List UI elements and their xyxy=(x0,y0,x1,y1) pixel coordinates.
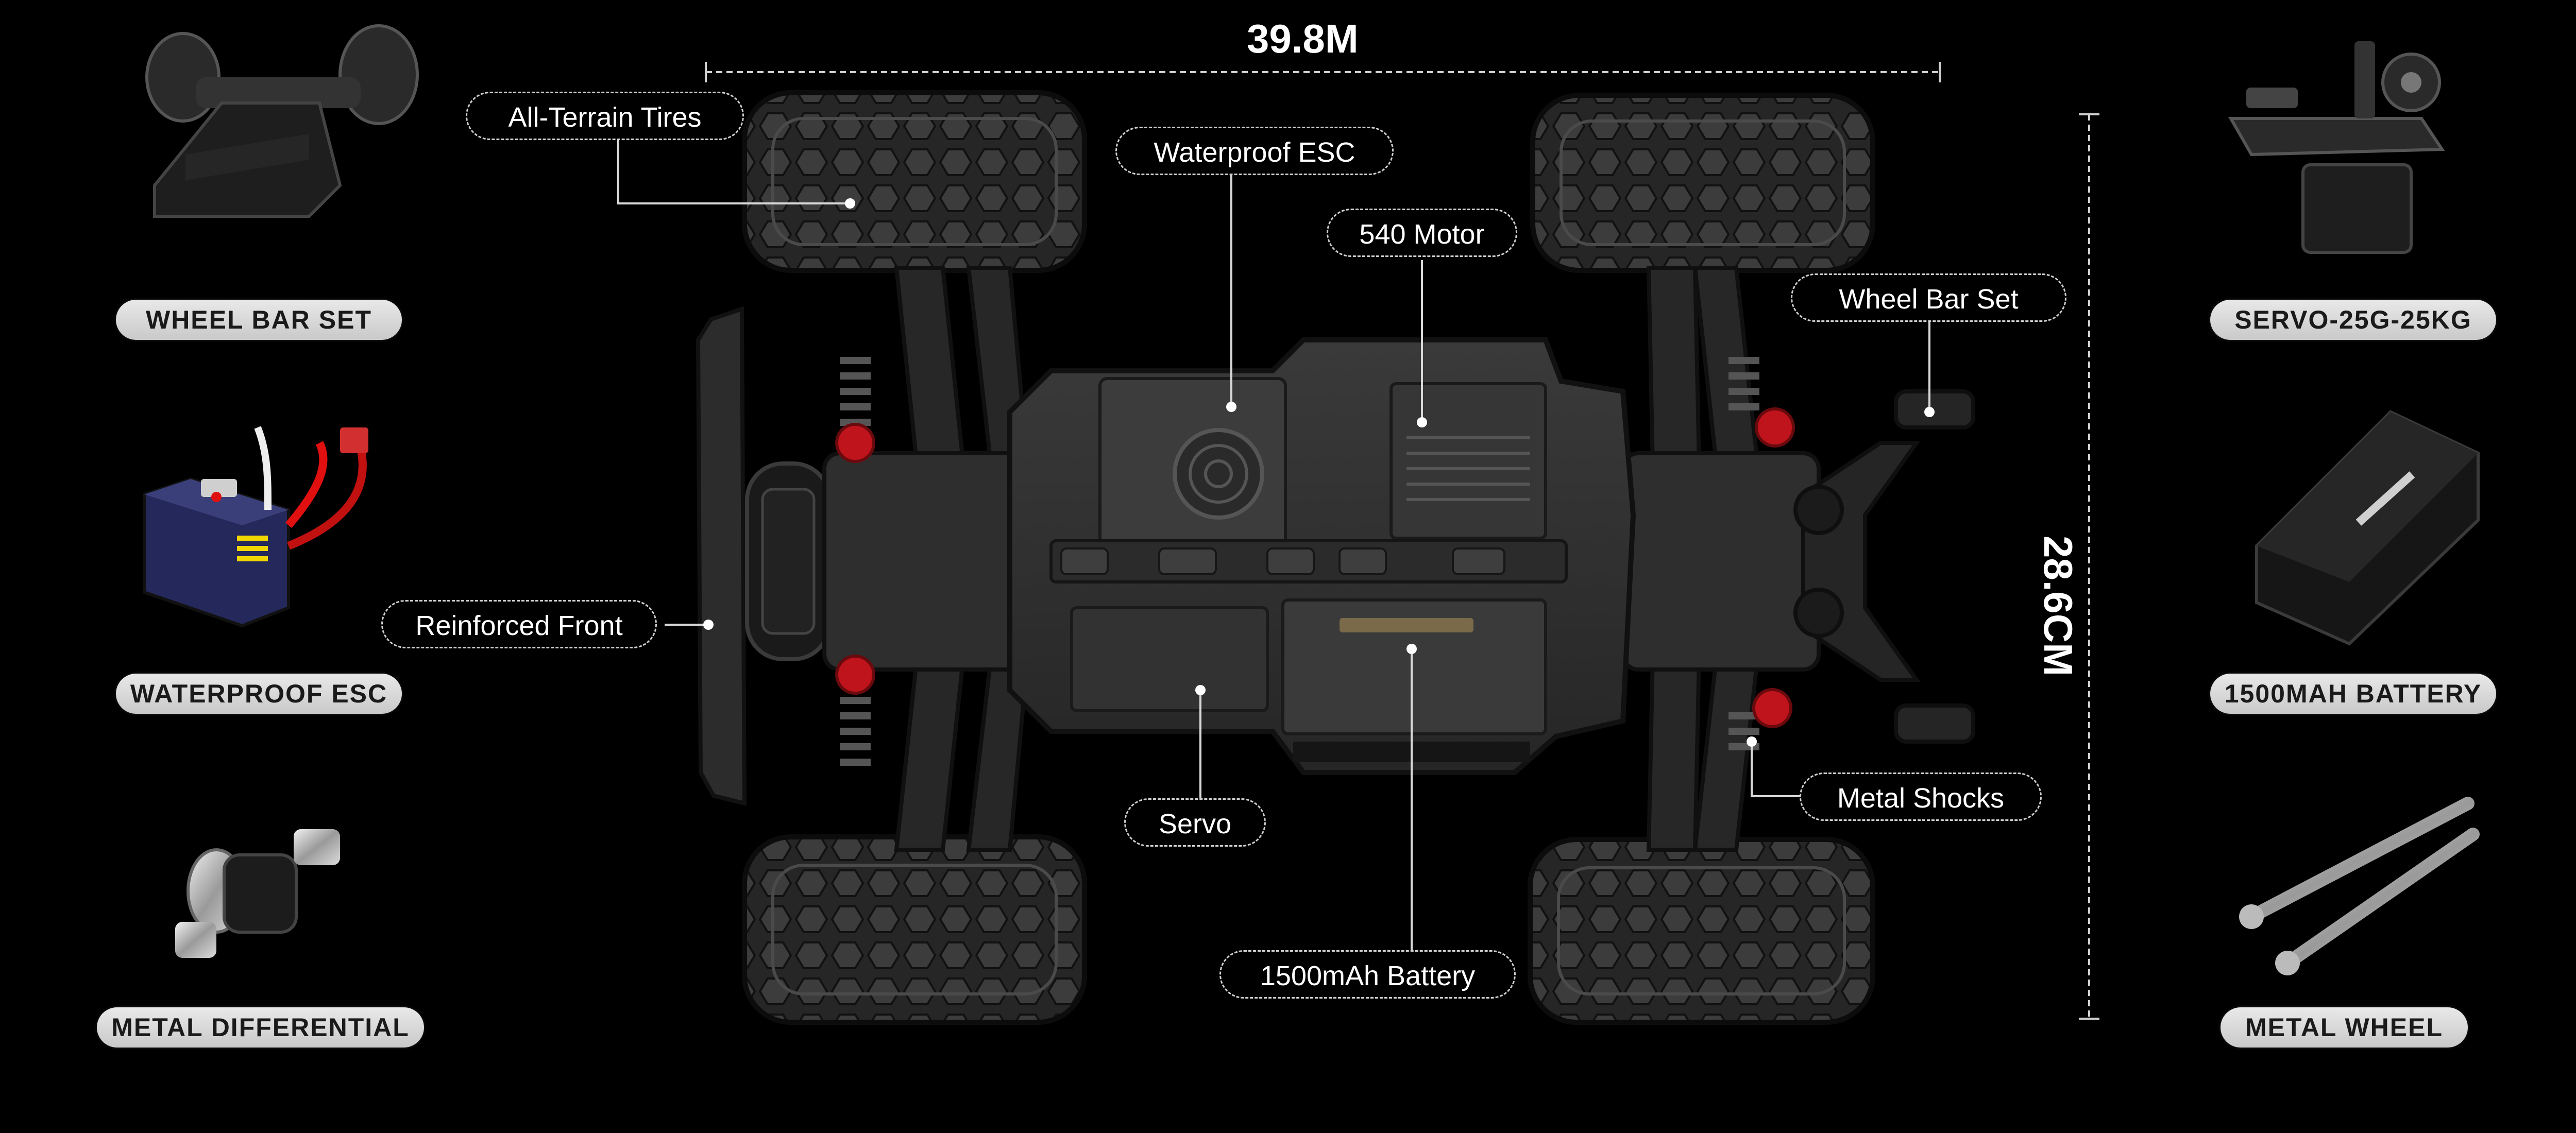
servo-housing xyxy=(1070,606,1269,712)
length-dimension-line xyxy=(705,62,1941,82)
battery-image xyxy=(2255,410,2480,646)
metal-differential-image xyxy=(175,829,340,958)
rear-suspension xyxy=(1621,266,1821,852)
label-wheel-bar-set: WHEEL BAR SET xyxy=(116,300,402,340)
callout-servo: Servo xyxy=(1124,798,1266,847)
label-waterproof-esc: WATERPROOF ESC xyxy=(116,674,402,714)
wheel-bar-set-image xyxy=(145,24,419,218)
servo-image xyxy=(2228,41,2445,254)
motor-cover xyxy=(1389,382,1547,540)
callout-all-terrain-tires: All-Terrain Tires xyxy=(466,92,744,140)
callout-reinforced-front: Reinforced Front xyxy=(381,600,657,648)
metal-drive-shafts-image xyxy=(2239,797,2480,975)
length-dimension-label: 39.8M xyxy=(1247,16,1359,61)
callout-battery: 1500mAh Battery xyxy=(1219,950,1516,999)
height-dimension-label: 28.6CM xyxy=(2036,536,2081,677)
callout-metal-shocks: Metal Shocks xyxy=(1800,772,2042,821)
front-suspension xyxy=(822,266,1043,852)
front-left-tire xyxy=(742,90,1087,273)
callout-waterproof-esc: Waterproof ESC xyxy=(1115,127,1394,175)
front-right-tire xyxy=(742,834,1087,1025)
callout-dots xyxy=(703,198,1935,747)
callout-540-motor: 540 Motor xyxy=(1327,209,1517,257)
waterproof-esc-image xyxy=(143,426,368,628)
main-chassis xyxy=(1007,337,1636,775)
callout-wheel-bar-set: Wheel Bar Set xyxy=(1791,273,2066,322)
battery-tray xyxy=(1281,598,1547,735)
rear-left-tire xyxy=(1530,93,1875,273)
label-metal-differential: METAL DIFFERENTIAL xyxy=(97,1007,424,1048)
shock-absorbers xyxy=(835,357,1795,766)
front-bumper xyxy=(696,306,832,806)
height-dimension-line xyxy=(2079,113,2099,1020)
label-battery: 1500MAH BATTERY xyxy=(2210,674,2496,714)
callout-leaders xyxy=(617,140,1930,950)
label-servo: SERVO-25G-25KG xyxy=(2210,300,2496,340)
wheelie-bar xyxy=(1793,389,1975,744)
label-metal-wheel: METAL WHEEL xyxy=(2221,1007,2468,1048)
rear-right-tire xyxy=(1528,837,1875,1025)
esc-fan xyxy=(1173,428,1264,520)
